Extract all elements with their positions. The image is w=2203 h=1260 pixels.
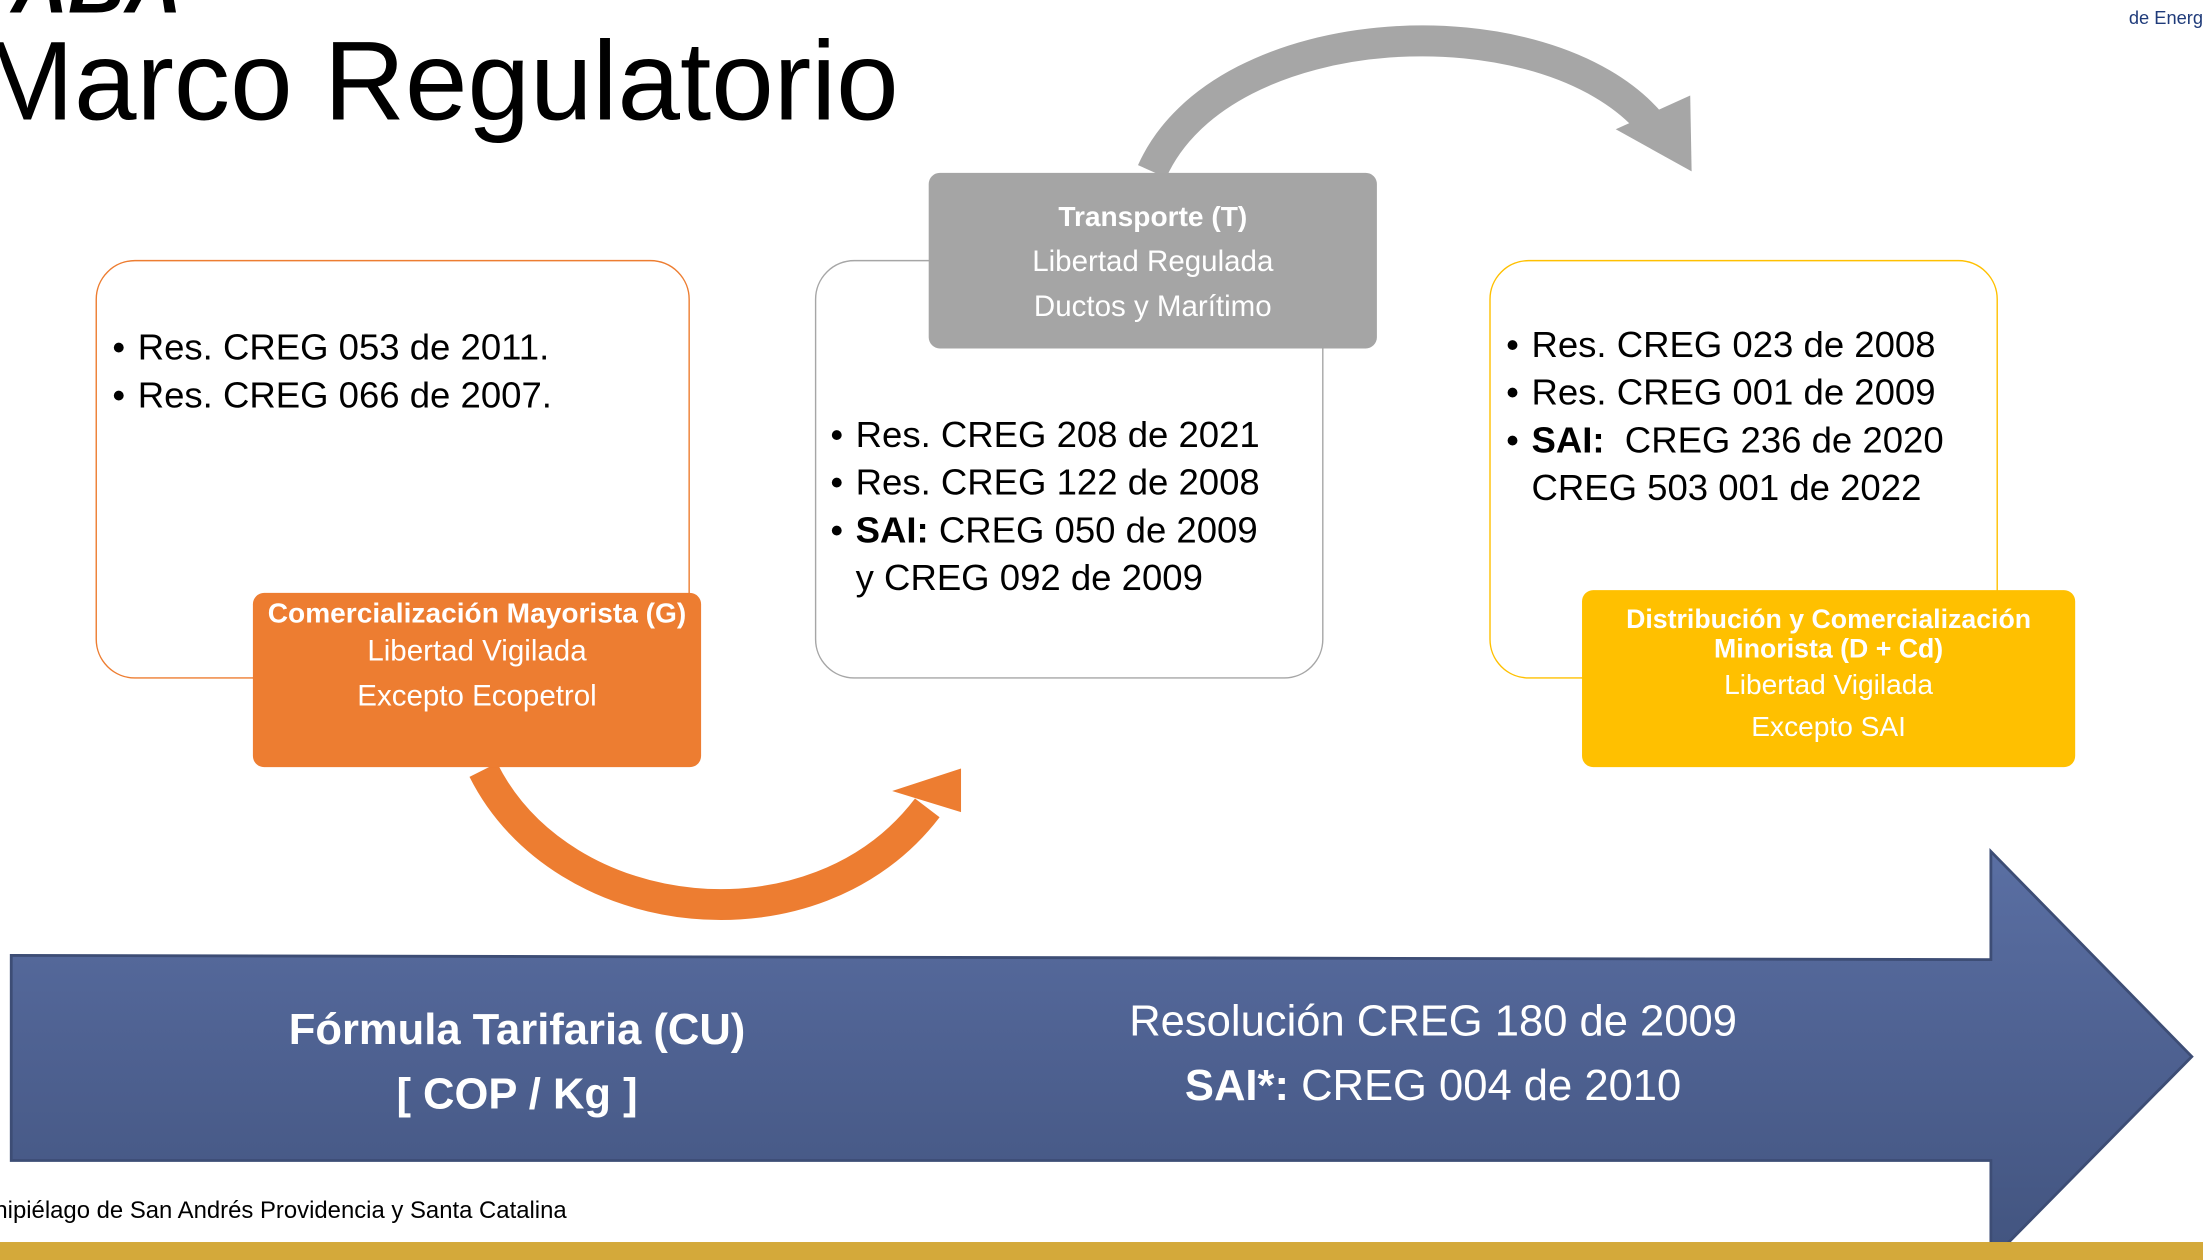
header-fragment: ABA — [11, 0, 181, 25]
distribution-label-title: Distribución y Comercialización Minorist… — [1626, 605, 2032, 665]
transport-label-title: Transporte (T) — [1058, 202, 1248, 234]
generation-list: •Res. CREG 053 de 2011. •Res. CREG 066 d… — [112, 323, 552, 419]
list-item: •Res. CREG 208 de 2021 — [830, 413, 1260, 456]
gray-curved-arrow — [1137, 25, 1663, 179]
header-right-fragment: de Energ — [2128, 7, 2203, 29]
list-item: •Res. CREG 023 de 2008 — [1506, 323, 1936, 366]
formula-unit: [ COP / Kg ] — [396, 1069, 638, 1119]
generation-label-title: Comercialización Mayorista (G) — [267, 598, 687, 630]
list-item: •Res. CREG 066 de 2007. — [112, 373, 552, 416]
list-item: •Res. CREG 053 de 2011. — [112, 325, 550, 369]
distribution-label-line: Libertad Vigilada — [1724, 670, 1934, 702]
generation-label: Comercialización Mayorista (G) Libertad … — [252, 592, 702, 768]
list-item: •SAI: CREG 050 de 2009 — [830, 508, 1258, 551]
resolution-line: Resolución CREG 180 de 2009 — [1129, 996, 1737, 1046]
list-item-continuation: y CREG 092 de 2009 — [855, 556, 1203, 599]
page-title: Marco Regulatorio — [0, 18, 899, 144]
transport-label: Transporte (T) Libertad Regulada Ductos … — [928, 172, 1377, 349]
footer-bar — [0, 1242, 2203, 1260]
transport-label-line: Ductos y Marítimo — [1033, 290, 1272, 324]
transport-list: •Res. CREG 208 de 2021 •Res. CREG 122 de… — [830, 410, 1259, 601]
orange-curved-arrow — [469, 762, 940, 921]
formula-arrow — [9, 847, 2194, 1260]
list-item-continuation: CREG 503 001 de 2022 — [1531, 466, 1922, 509]
generation-label-line: Excepto Ecopetrol — [357, 680, 597, 713]
formula-resolution: Resolución CREG 180 de 2009 SAI*: CREG 0… — [1096, 989, 1770, 1118]
list-item: •Res. CREG 001 de 2009 — [1506, 370, 1936, 414]
formula-text: Fórmula Tarifaria (CU) [ COP / Kg ] — [278, 998, 756, 1127]
footer-text: hipiélago de San Andrés Providencia y Sa… — [0, 1197, 567, 1224]
formula-title: Fórmula Tarifaria (CU) — [288, 1004, 746, 1054]
gray-arrow-head — [1615, 95, 1692, 172]
orange-arrow-head — [892, 768, 962, 813]
list-item: •Res. CREG 122 de 2008 — [830, 460, 1260, 503]
distribution-label: Distribución y Comercialización Minorist… — [1582, 590, 2076, 768]
distribution-list: •Res. CREG 023 de 2008 •Res. CREG 001 de… — [1506, 320, 1944, 511]
resolution-sai-line: SAI*: CREG 004 de 2010 — [1184, 1060, 1682, 1110]
transport-label-line: Libertad Regulada — [1032, 245, 1274, 279]
generation-label-line: Libertad Vigilada — [367, 635, 587, 668]
distribution-label-line: Excepto SAI — [1751, 712, 1906, 744]
list-item: •SAI: CREG 236 de 2020 — [1506, 418, 1944, 461]
